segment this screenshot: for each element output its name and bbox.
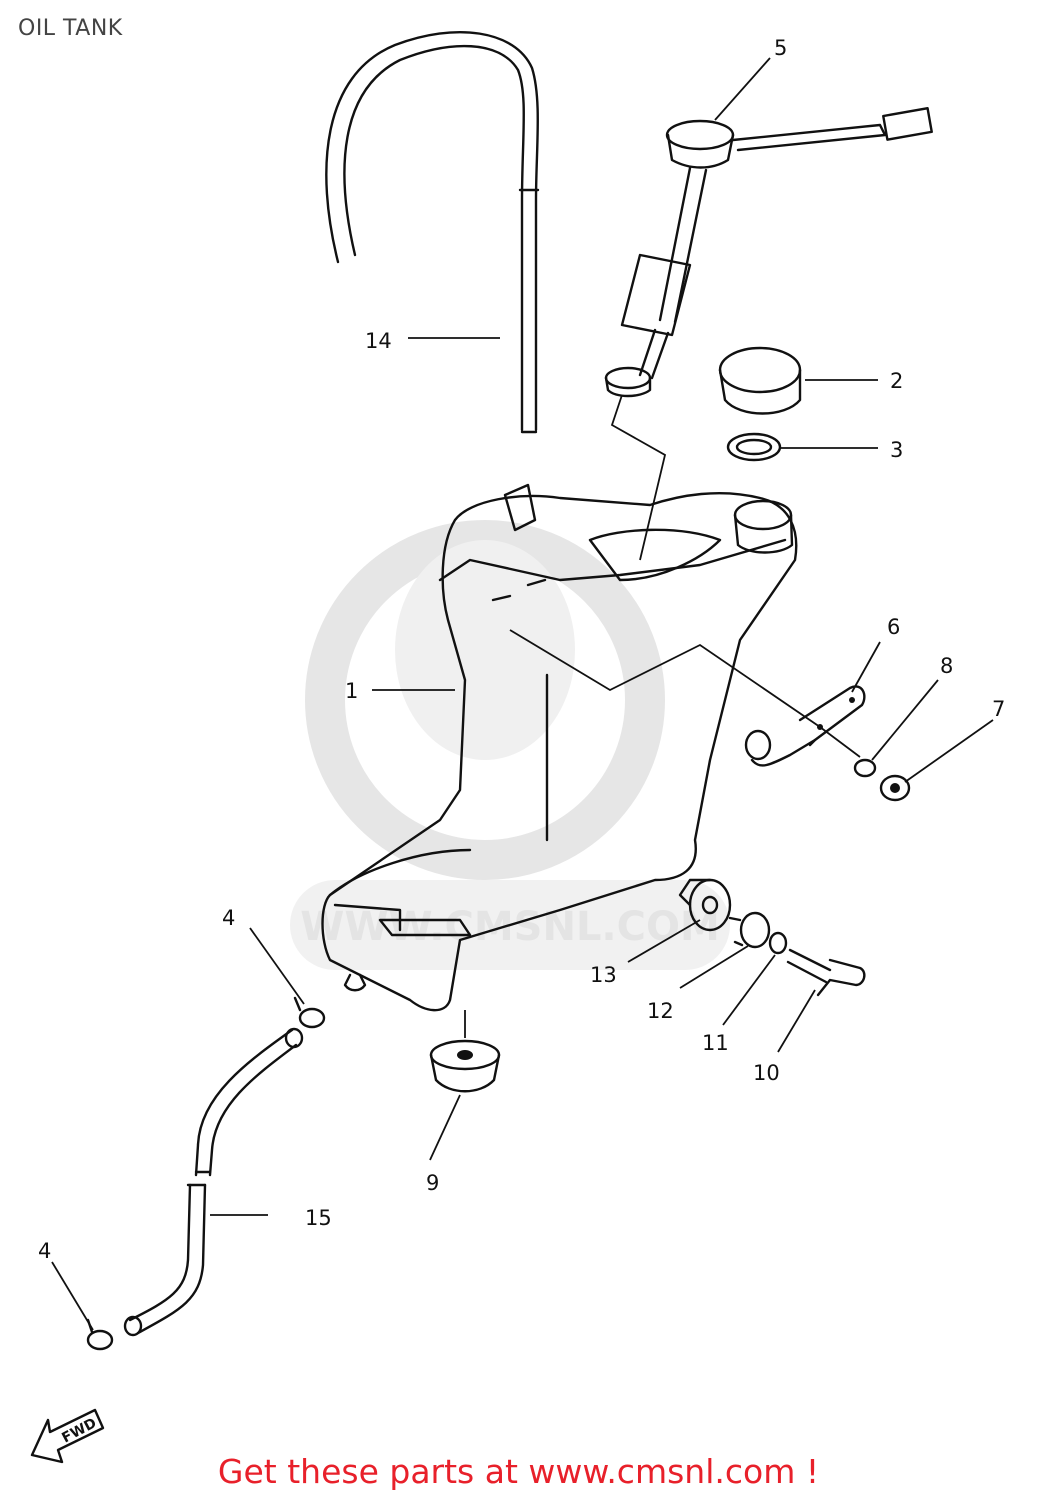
callout-4-lower: 4 [38,1239,51,1263]
collar-12 [728,911,771,949]
page-title: OIL TANK [18,16,123,41]
cap-gasket-3 [726,432,782,462]
bracket-6 [744,685,866,767]
callout-11: 11 [702,1031,729,1055]
watermark-url: WWW.CMSNL.COM [300,904,720,950]
damper-9 [429,1039,501,1093]
callout-3: 3 [890,438,903,462]
hose-clip-4-lower [86,1318,114,1351]
callout-7: 7 [992,697,1005,721]
callout-8: 8 [940,654,953,678]
promo-footer-link[interactable]: Get these parts at www.cmsnl.com ! [217,1452,820,1491]
washer-11 [768,931,788,955]
oil-tank-body-1 [321,483,798,1012]
filler-cap-2 [718,346,802,415]
callout-14: 14 [365,329,392,353]
callout-13: 13 [590,963,617,987]
fwd-label: FWD [59,1415,99,1446]
callout-9: 9 [426,1171,439,1195]
drain-hose-15 [123,1027,304,1337]
vent-hose-14 [325,30,540,434]
washer-8 [853,758,877,778]
leader-lines [51,57,994,1331]
callout-10: 10 [753,1061,780,1085]
callout-12: 12 [647,999,674,1023]
hose-clip-4-upper [293,996,326,1029]
grommet-13 [678,878,732,932]
callout-6: 6 [887,615,900,639]
callout-4-upper: 4 [222,906,235,930]
nut-7 [879,774,911,802]
callout-2: 2 [890,369,903,393]
callout-1: 1 [345,679,358,703]
wing-bolt-10 [786,948,866,997]
oil-level-gauge-5 [604,106,933,398]
callout-15: 15 [305,1206,332,1230]
callout-5: 5 [774,36,787,60]
